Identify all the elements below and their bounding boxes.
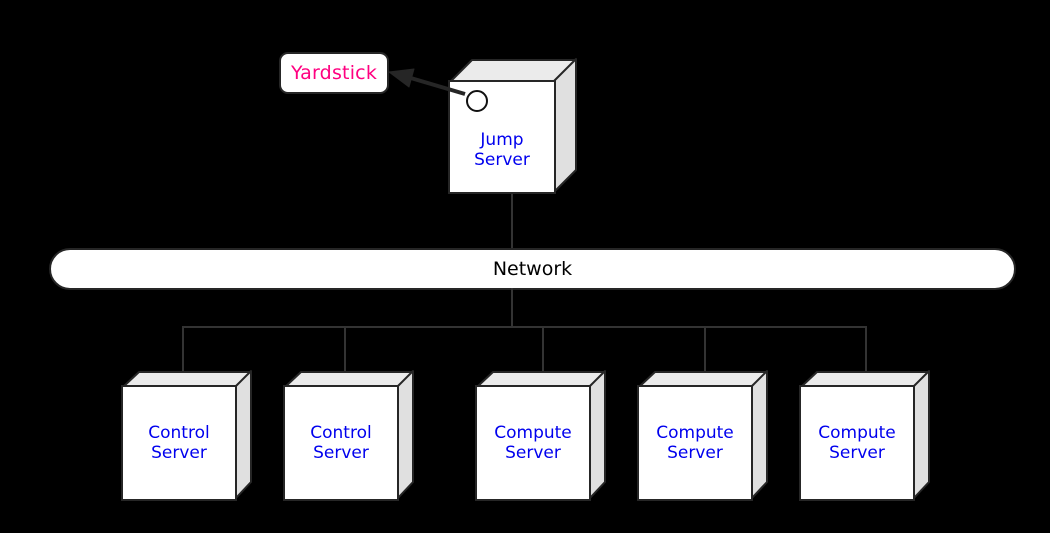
- jump-server-front-face: Jump Server: [448, 80, 556, 194]
- server-label-line1: Compute: [818, 422, 896, 443]
- server-label-line2: Server: [667, 443, 723, 463]
- server-label-line1: Control: [148, 422, 210, 443]
- jump-server-label-line1: Jump: [480, 129, 524, 150]
- jump-server-side-face: [553, 58, 578, 195]
- server-label-line1: Compute: [494, 422, 572, 443]
- server-box[interactable]: Control Server: [121, 370, 253, 501]
- jump-server-label-line2: Server: [474, 150, 530, 170]
- server-front-face: Compute Server: [637, 385, 753, 501]
- server-label: Compute Server: [494, 423, 572, 463]
- server-label-line2: Server: [151, 443, 207, 463]
- drop-line-server-5: [865, 326, 867, 372]
- server-label-line1: Compute: [656, 422, 734, 443]
- server-box[interactable]: Compute Server: [637, 370, 769, 501]
- yardstick-label: Yardstick: [290, 61, 378, 84]
- server-front-face: Control Server: [121, 385, 237, 501]
- server-front-face: Compute Server: [799, 385, 915, 501]
- network-label: Network: [492, 257, 573, 280]
- drop-line-server-2: [344, 326, 346, 372]
- server-box[interactable]: Compute Server: [475, 370, 607, 501]
- network-to-bus-line: [511, 288, 513, 328]
- drop-line-server-1: [182, 326, 184, 372]
- server-label-line2: Server: [313, 443, 369, 463]
- network-bar[interactable]: Network: [49, 248, 1016, 290]
- server-label: Compute Server: [656, 423, 734, 463]
- server-front-face: Compute Server: [475, 385, 591, 501]
- yardstick-box[interactable]: Yardstick: [279, 52, 389, 94]
- server-label-line2: Server: [505, 443, 561, 463]
- server-label: Control Server: [310, 423, 371, 463]
- server-box[interactable]: Control Server: [283, 370, 415, 501]
- server-label: Compute Server: [818, 423, 896, 463]
- drop-line-server-3: [542, 326, 544, 372]
- jump-to-network-line: [511, 192, 513, 250]
- server-label-line2: Server: [829, 443, 885, 463]
- jump-server[interactable]: Jump Server: [448, 58, 578, 195]
- distribution-bus-line: [183, 326, 867, 328]
- server-label-line1: Control: [310, 422, 372, 443]
- server-box[interactable]: Compute Server: [799, 370, 931, 501]
- server-label: Control Server: [148, 423, 209, 463]
- server-front-face: Control Server: [283, 385, 399, 501]
- drop-line-server-4: [704, 326, 706, 372]
- circle-port-icon: [466, 90, 488, 112]
- jump-server-label: Jump Server: [474, 130, 530, 170]
